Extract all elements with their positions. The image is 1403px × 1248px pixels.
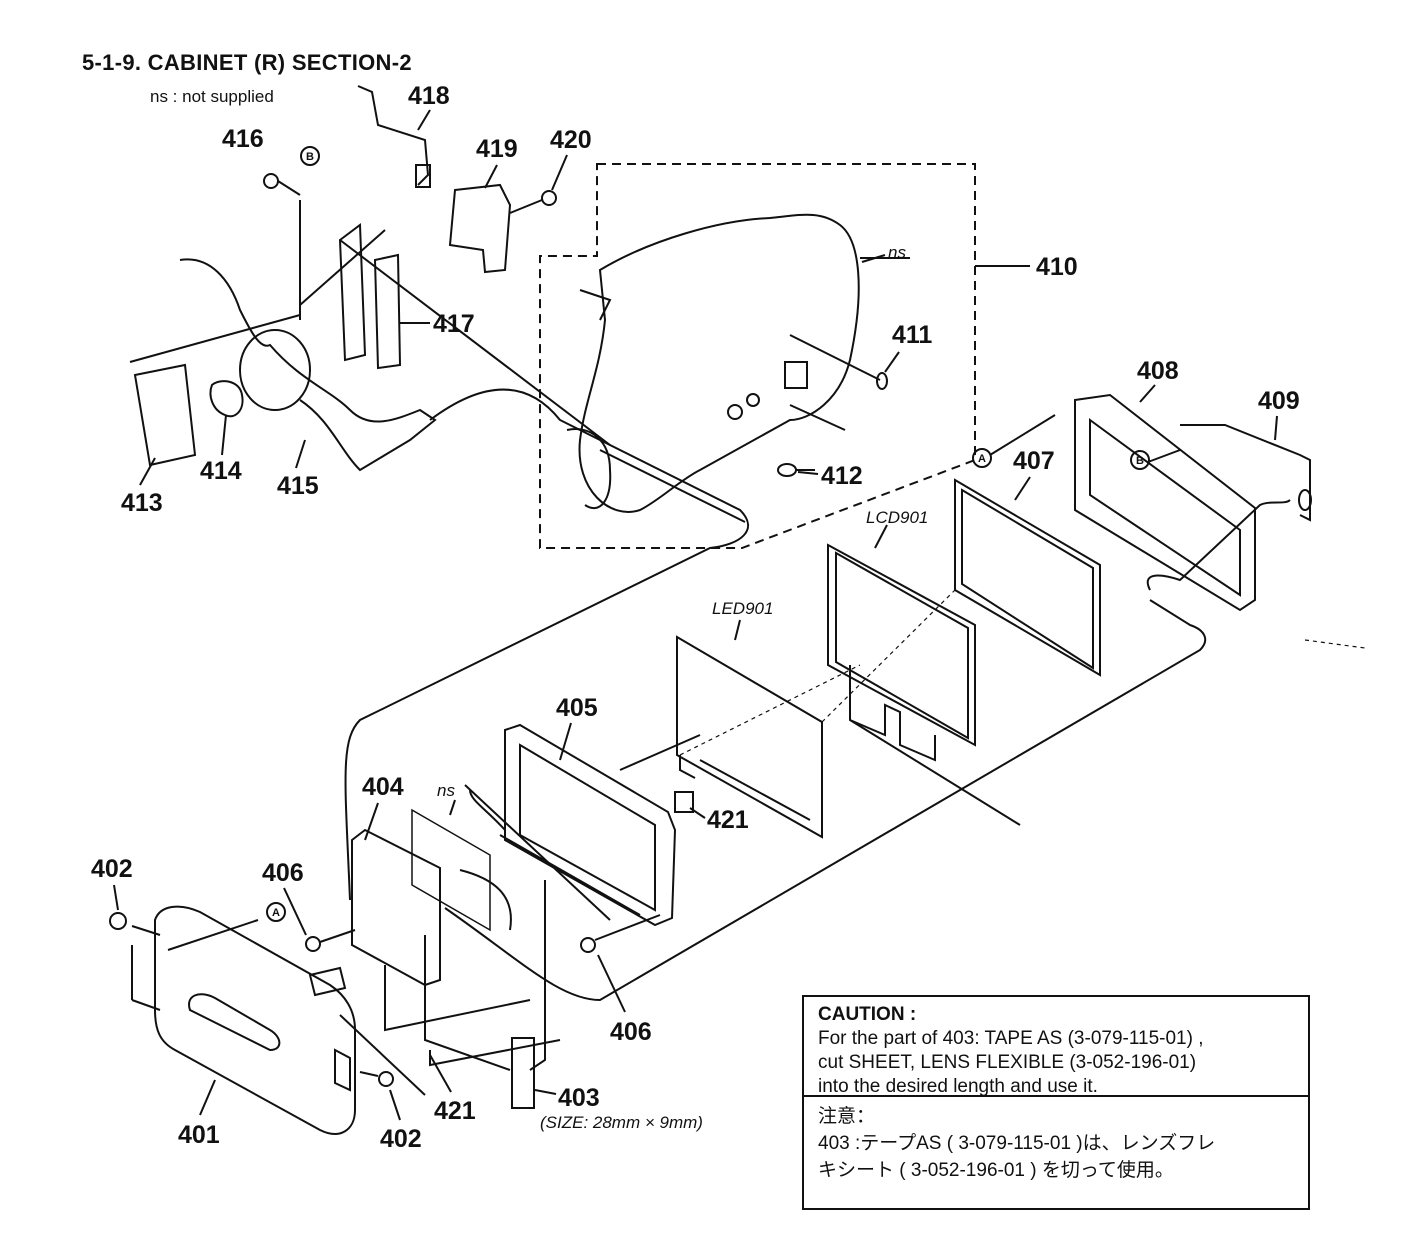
label-406-right: 406 — [610, 1018, 652, 1046]
caution-line: into the desired length and use it. — [818, 1076, 1098, 1097]
caution-line: cut SHEET, LENS FLEXIBLE (3-052-196-01) — [818, 1052, 1197, 1073]
label-402-right: 402 — [380, 1125, 422, 1153]
part-415-ring — [239, 329, 311, 411]
cabinet-group-dashed-box — [539, 163, 976, 549]
page-title: 5-1-9. CABINET (R) SECTION-2 — [82, 50, 412, 75]
caution-line: For the part of 403: TAPE AS (3-079-115-… — [818, 1028, 1204, 1049]
caution-line-jp: 403 :テープAS ( 3-079-115-01 )は、レンズフレ — [818, 1133, 1216, 1154]
caution-japanese: 注意： 403 :テープAS ( 3-079-115-01 )は、レンズフレ キ… — [804, 1097, 1308, 1190]
label-412: 412 — [821, 462, 863, 490]
part-413-cover — [133, 363, 197, 467]
part-led901 — [676, 635, 823, 839]
part-419-hinge — [448, 183, 512, 274]
led901-label: LED901 — [712, 599, 773, 618]
marker-a-lower: A — [272, 907, 280, 919]
label-407: 407 — [1013, 447, 1055, 475]
not-supplied-note: ns : not supplied — [150, 87, 274, 106]
label-421-upper: 421 — [707, 806, 749, 834]
label-410: 410 — [1036, 253, 1078, 281]
part-418-bracket — [357, 85, 430, 186]
part-415-flex — [179, 258, 437, 472]
label-404: 404 — [362, 773, 404, 801]
lcd901-label: LCD901 — [866, 508, 928, 527]
ns-label-cabinet: ns — [888, 243, 906, 262]
part-407-glass — [954, 478, 1101, 677]
caution-heading: CAUTION : — [818, 1004, 917, 1025]
part-414-cap — [209, 380, 244, 418]
caution-english: CAUTION : For the part of 403: TAPE AS (… — [804, 997, 1308, 1097]
part-404-shield — [411, 808, 491, 932]
marker-b-right: B — [1136, 455, 1144, 467]
label-403: 403 — [558, 1084, 600, 1112]
label-414: 414 — [200, 457, 242, 485]
part-405-frame — [504, 723, 677, 927]
label-406-left: 406 — [262, 859, 304, 887]
label-420: 420 — [550, 126, 592, 154]
label-417: 417 — [433, 310, 475, 338]
marker-b-upper: B — [306, 151, 314, 163]
label-413: 413 — [121, 489, 163, 517]
label-402-left: 402 — [91, 855, 133, 883]
label-415: 415 — [277, 472, 319, 500]
cabinet-r-body — [578, 213, 860, 513]
label-418: 418 — [408, 82, 450, 110]
label-405: 405 — [556, 694, 598, 722]
ns-label-shield: ns — [437, 781, 455, 800]
part-401-panel — [154, 905, 356, 1135]
label-419: 419 — [476, 135, 518, 163]
part-lcd901 — [827, 543, 976, 747]
part-404-board — [351, 828, 441, 987]
label-416: 416 — [222, 125, 264, 153]
part-403-tape — [511, 1037, 535, 1109]
marker-a-right: A — [978, 453, 986, 465]
part-408-frame — [1074, 393, 1256, 612]
tape-size-label: (SIZE: 28mm × 9mm) — [540, 1113, 703, 1132]
label-409: 409 — [1258, 387, 1300, 415]
label-401: 401 — [178, 1121, 220, 1149]
caution-line-jp: キシート ( 3-052-196-01 ) を切って使用。 — [818, 1160, 1174, 1181]
label-421-lower: 421 — [434, 1097, 476, 1125]
part-417-bracket — [373, 253, 402, 370]
part-409-bracket — [1180, 424, 1311, 522]
caution-box: CAUTION : For the part of 403: TAPE AS (… — [802, 995, 1310, 1210]
label-411: 411 — [892, 321, 932, 349]
caution-heading-jp: 注意： — [818, 1106, 876, 1127]
label-408: 408 — [1137, 357, 1179, 385]
